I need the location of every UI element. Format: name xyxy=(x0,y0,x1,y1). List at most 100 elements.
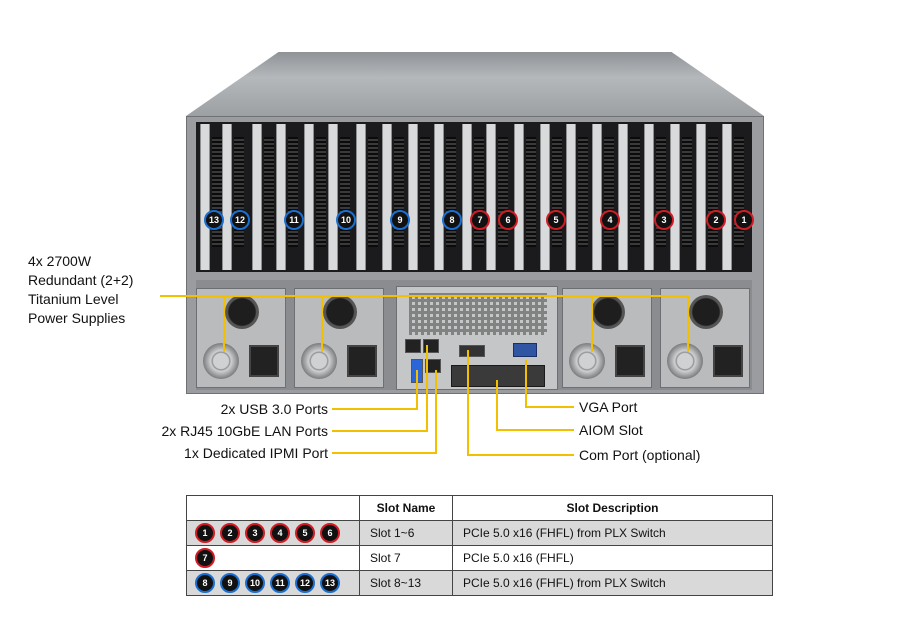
table-cell-slot-description: PCIe 5.0 x16 (FHFL) from PLX Switch xyxy=(452,570,773,596)
slot-number-badge: 7 xyxy=(195,548,215,568)
vga-port-icon xyxy=(513,343,537,357)
slot-vent xyxy=(474,137,484,247)
power-socket-icon xyxy=(615,345,645,377)
slot-badge-7: 7 xyxy=(470,210,490,230)
table-header-row: Slot Name Slot Description xyxy=(186,495,773,521)
lan-port-icon xyxy=(425,359,441,373)
slot-bracket xyxy=(618,124,628,270)
aiom-callout-label: AIOM Slot xyxy=(579,422,643,438)
psu-label-line-2: Redundant (2+2) xyxy=(28,272,134,288)
slot-vent xyxy=(656,137,666,247)
slot-vent xyxy=(552,137,562,247)
table-cell-slot-name: Slot 1~6 xyxy=(359,520,453,546)
chassis-top-cover xyxy=(186,52,764,116)
slot-badge-5: 5 xyxy=(546,210,566,230)
slot-bracket xyxy=(304,124,314,270)
slot-vent xyxy=(578,137,588,247)
slot-vent xyxy=(498,137,508,247)
slot-bracket xyxy=(408,124,418,270)
slot-badge-3: 3 xyxy=(654,210,674,230)
slot-vent xyxy=(368,137,378,247)
slot-number-badge: 11 xyxy=(270,573,290,593)
slot-bracket xyxy=(434,124,444,270)
slot-bracket xyxy=(696,124,706,270)
slot-vent xyxy=(446,137,456,247)
power-socket-icon xyxy=(713,345,743,377)
usb-port-icon xyxy=(411,359,423,383)
io-vent-grille xyxy=(409,293,547,335)
table-header-slot-description: Slot Description xyxy=(452,495,773,521)
slot-bracket xyxy=(328,124,338,270)
power-supply-4 xyxy=(660,288,750,388)
slot-bracket xyxy=(222,124,232,270)
table-cell-badges: 7 xyxy=(186,545,360,571)
slot-number-badge: 13 xyxy=(320,573,340,593)
power-supply-2 xyxy=(294,288,384,388)
lan-port-icon xyxy=(423,339,439,353)
usb-callout-label: 2x USB 3.0 Ports xyxy=(220,401,328,417)
slot-badge-1: 1 xyxy=(734,210,754,230)
psu-fan-icon xyxy=(301,343,337,379)
slot-badge-2: 2 xyxy=(706,210,726,230)
table-cell-slot-description: PCIe 5.0 x16 (FHFL) from PLX Switch xyxy=(452,520,773,546)
slot-vent xyxy=(394,137,404,247)
slot-bracket xyxy=(486,124,496,270)
slot-number-badge: 12 xyxy=(295,573,315,593)
psu-label-line-1: 4x 2700W xyxy=(28,253,92,269)
slot-bracket xyxy=(382,124,392,270)
slot-vent xyxy=(234,137,244,247)
slot-bracket xyxy=(540,124,550,270)
table-cell-slot-name: Slot 7 xyxy=(359,545,453,571)
slot-bracket xyxy=(462,124,472,270)
psu-label-line-3: Titanium Level xyxy=(28,291,119,307)
power-supply-3 xyxy=(562,288,652,388)
slot-number-badge: 8 xyxy=(195,573,215,593)
slot-number-badge: 10 xyxy=(245,573,265,593)
slot-badge-10: 10 xyxy=(336,210,356,230)
slot-bracket xyxy=(200,124,210,270)
psu-fan-icon xyxy=(667,343,703,379)
slot-bracket xyxy=(514,124,524,270)
slot-badge-6: 6 xyxy=(498,210,518,230)
slot-vent xyxy=(340,137,350,247)
power-supply-1 xyxy=(196,288,286,388)
slot-vent xyxy=(420,137,430,247)
slot-number-badge: 4 xyxy=(270,523,290,543)
slot-number-badge: 6 xyxy=(320,523,340,543)
slot-vent xyxy=(682,137,692,247)
slot-number-badge: 2 xyxy=(220,523,240,543)
psu-fan-icon xyxy=(591,295,625,329)
slot-vent xyxy=(630,137,640,247)
psu-fan-icon xyxy=(203,343,239,379)
slot-vent xyxy=(212,137,222,247)
slot-vent xyxy=(708,137,718,247)
slot-bracket xyxy=(252,124,262,270)
power-socket-icon xyxy=(249,345,279,377)
ipmi-callout-label: 1x Dedicated IPMI Port xyxy=(184,445,328,461)
slot-vent xyxy=(734,137,744,247)
slot-number-badge: 9 xyxy=(220,573,240,593)
psu-fan-icon xyxy=(225,295,259,329)
com-callout-label: Com Port (optional) xyxy=(579,447,701,463)
slot-number-badge: 5 xyxy=(295,523,315,543)
slot-vent xyxy=(526,137,536,247)
slot-bracket xyxy=(276,124,286,270)
slot-bracket xyxy=(592,124,602,270)
slot-vent xyxy=(604,137,614,247)
ipmi-port-icon xyxy=(405,339,421,353)
psu-fan-icon xyxy=(323,295,357,329)
slot-bracket xyxy=(356,124,366,270)
slot-badge-11: 11 xyxy=(284,210,304,230)
table-cell-slot-description: PCIe 5.0 x16 (FHFL) xyxy=(452,545,773,571)
psu-fan-icon xyxy=(569,343,605,379)
slot-number-badge: 1 xyxy=(195,523,215,543)
slot-bracket xyxy=(566,124,576,270)
slot-badge-4: 4 xyxy=(600,210,620,230)
slot-badge-13: 13 xyxy=(204,210,224,230)
power-socket-icon xyxy=(347,345,377,377)
slot-bracket xyxy=(670,124,680,270)
